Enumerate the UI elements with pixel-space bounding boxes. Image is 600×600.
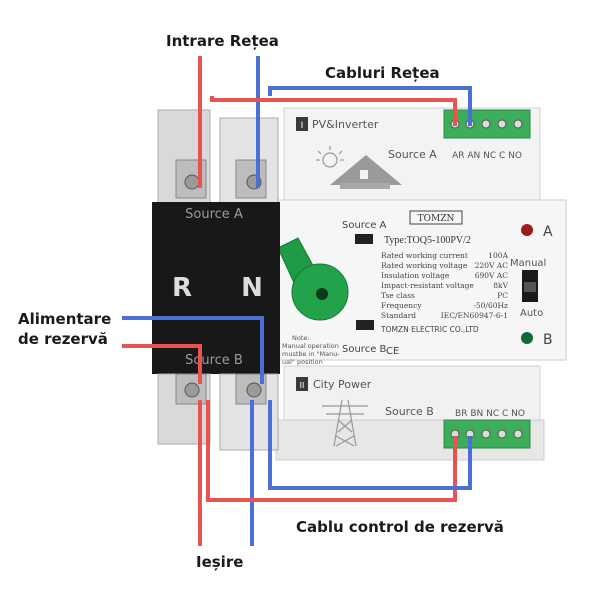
callout-input-mains: Intrare Rețea (166, 32, 279, 50)
panel-a-roman: I (301, 121, 304, 131)
backup-supply-live-wire (122, 344, 202, 384)
spec-value: 100A (488, 251, 508, 260)
spec-label: Standard (381, 311, 416, 320)
callout-backup-control-cable: Cablu control de rezervă (296, 518, 504, 536)
mains-cable-live-wire (210, 96, 457, 126)
spec-label: Tse class (381, 291, 415, 300)
rotary-knob[interactable] (277, 237, 349, 321)
rating-plate: TOMZN Type:TOQ5-100PV/2 Rated working cu… (380, 210, 509, 334)
panel-b-source: Source B (385, 405, 434, 418)
indicator-a-label: A (543, 224, 553, 240)
wires (122, 56, 472, 546)
terminal-block-b (443, 419, 531, 449)
terminals-b-label: BR BN NC C NO (455, 409, 525, 419)
ats-module (275, 107, 567, 461)
indicator-panel: A Manual Auto B (510, 224, 553, 348)
brand-logo: TOMZN (418, 214, 455, 224)
mode-manual-label: Manual (510, 258, 546, 269)
spec-value: PC (497, 291, 508, 300)
backup-supply-neutral-wire (122, 316, 264, 384)
note-line: mustbe in "Manu- (282, 350, 340, 358)
switch-source-b: Source B (342, 344, 387, 355)
mains-cable-neutral-wire (268, 86, 472, 126)
breaker-source-b: Source B (185, 353, 243, 368)
terminals-a-label: AR AN NC C NO (452, 151, 522, 161)
model-label: Type:TOQ5-100PV/2 (384, 235, 471, 246)
callout-mains-cables: Cabluri Rețea (325, 64, 440, 82)
control-neutral-wire (268, 400, 472, 490)
indicator-b-label: B (543, 332, 553, 348)
callout-output: Ieșire (196, 553, 244, 571)
sun-icon (316, 146, 344, 168)
breaker: Source A R N Source B (152, 109, 280, 451)
breaker-source-a: Source A (185, 207, 243, 222)
mode-auto-label: Auto (520, 308, 543, 319)
house-icon (330, 155, 402, 189)
panel-a-source: Source A (388, 148, 437, 161)
callout-backup-supply-line1: Alimentare (18, 310, 112, 328)
spec-label: Rated working current (381, 251, 468, 260)
ce-mark: CE (386, 346, 399, 357)
spec-value: 8kV (493, 281, 508, 290)
panel-b-roman: II (300, 381, 305, 390)
power-pylon-icon (322, 399, 368, 447)
panel-b-title: City Power (313, 378, 372, 391)
spec-label: Rated working voltage (381, 261, 468, 270)
panel-a: I PV&Inverter Source A (296, 117, 437, 189)
selector-switch: Source A Source B CE Note: Manual operat… (277, 220, 399, 366)
note-line: Note: (292, 334, 310, 342)
manufacturer-label: TOMZN ELECTRIC CO.,LTD (380, 325, 479, 334)
callout-backup-supply-line2: de rezervă (18, 330, 108, 348)
led-a (521, 224, 533, 236)
spec-value: -50/60Hz (473, 301, 508, 310)
led-b (521, 332, 533, 344)
spec-label: Frequency (381, 301, 422, 310)
spec-value: 690V AC (475, 271, 509, 280)
panel-a-title: PV&Inverter (312, 118, 379, 131)
spec-value: 220V AC (475, 261, 509, 270)
spec-value: IEC/EN60947-6-1 (441, 311, 508, 320)
note-line: ual" position (282, 358, 323, 366)
pole-n-label: N (241, 273, 263, 303)
control-live-wire (206, 400, 457, 502)
panel-b: II City Power Source B BR BN NC C NO (296, 377, 525, 447)
switch-source-a: Source A (342, 220, 387, 231)
pole-r-label: R (172, 273, 192, 303)
spec-label: Impact-resistant voltage (381, 281, 474, 290)
spec-label: Insulation voltage (381, 271, 450, 280)
note-line: Manual operation (282, 342, 339, 350)
